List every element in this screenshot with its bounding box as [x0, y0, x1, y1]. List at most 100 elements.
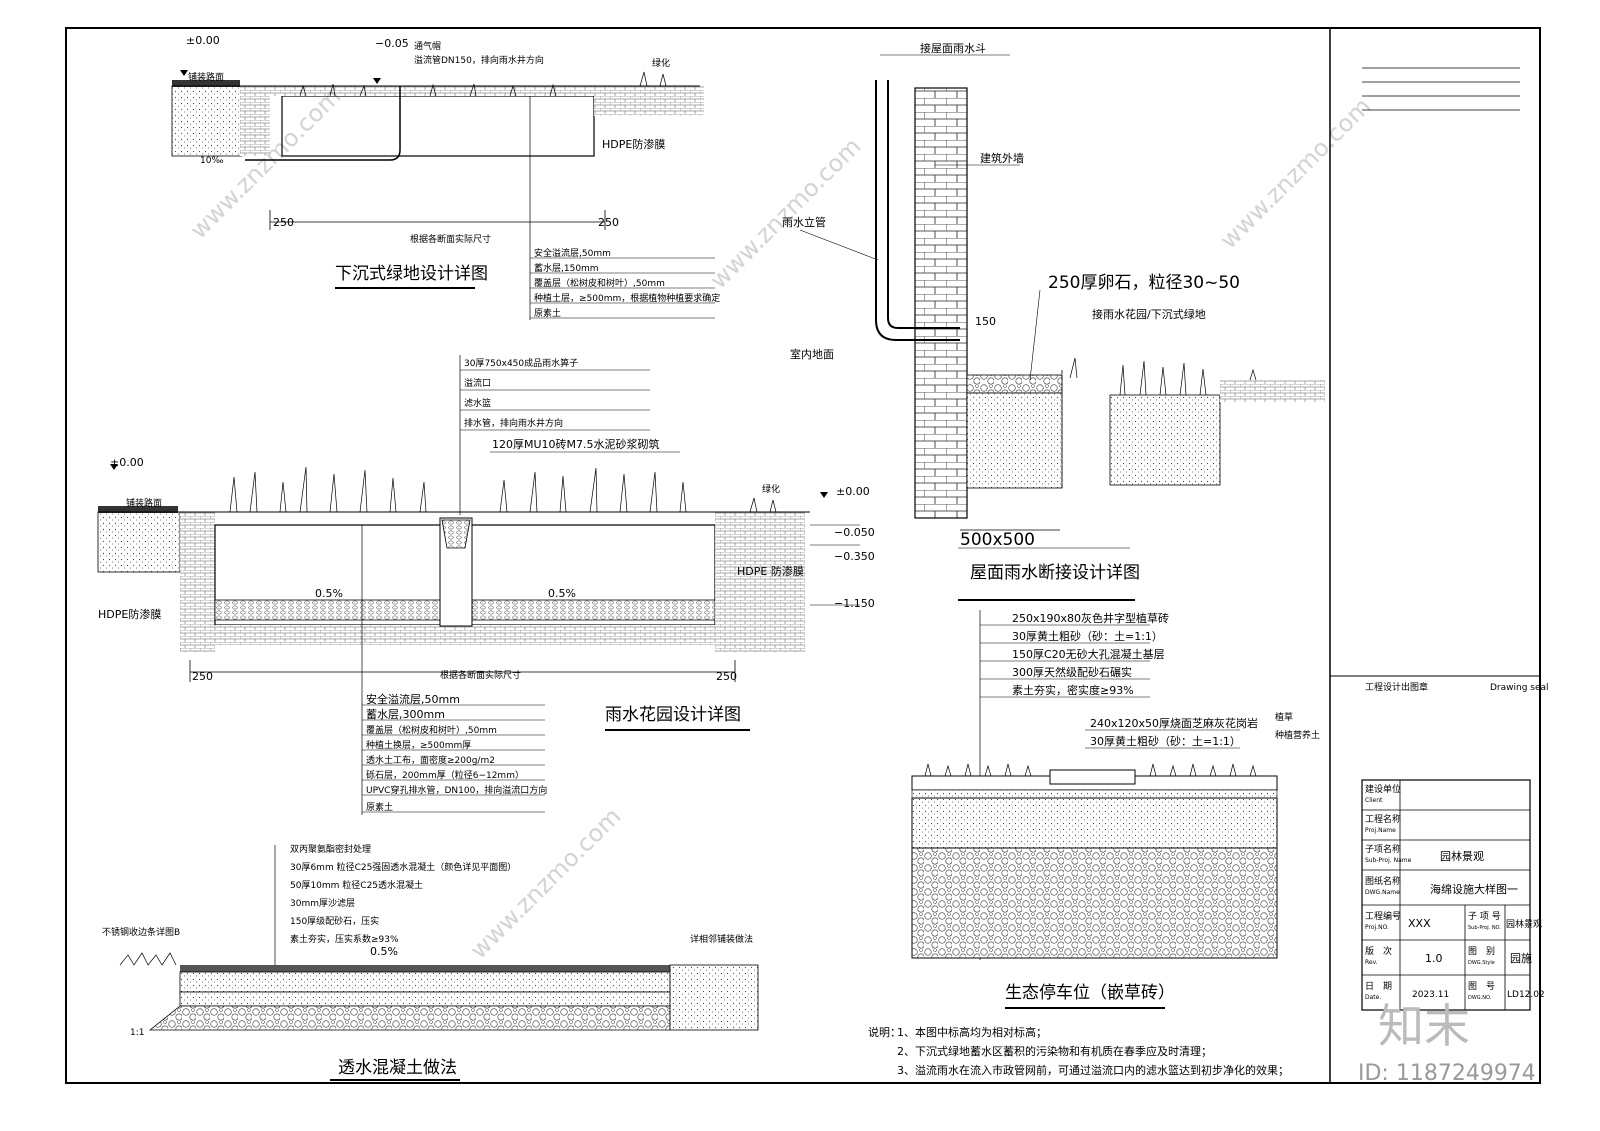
notes: 说明： 1、本图中标高均为相对标高； 2、下沉式绿地蓄水区蓄积的污染物和有机质在…: [868, 1025, 1289, 1077]
roof-gutter-label: 接屋面雨水斗: [920, 42, 986, 55]
watermark-url: www.znzmo.com: [464, 802, 626, 964]
sunken-paving-surface: [172, 80, 240, 87]
tb-dwg-val: 海绵设施大样图一: [1430, 882, 1518, 896]
parking-sand-layer: [911, 789, 1278, 799]
roof-downpipe-label: 雨水立管: [782, 215, 826, 229]
watermark-url: www.znzmo.com: [704, 132, 866, 294]
title-block: 工程设计出图章 Drawing seal 建设单位 Client 工程名称 Pr…: [1330, 67, 1549, 1011]
rg-layer-1: 安全溢流层,50mm: [366, 692, 460, 706]
rg-elev-right: ±0.00: [836, 485, 870, 498]
sunken-slope: 10‰: [200, 156, 224, 166]
roof-downpipe-inner: [887, 80, 960, 329]
roof-downpipe: [875, 80, 960, 341]
rg-grate-3: 滤水篮: [464, 397, 491, 409]
rg-elev-marker-left: [110, 464, 118, 470]
rg-paving-surface: [98, 506, 178, 513]
roof-garden-soil: [1220, 380, 1325, 402]
pervious-grass: [119, 952, 177, 966]
rg-title: 雨水花园设计详图: [605, 705, 741, 725]
tb-type-cn: 图 别: [1468, 946, 1495, 957]
tb-rev-val: 1.0: [1425, 952, 1443, 965]
parking-layer-5: 素土夯实，密实度≥93%: [1012, 683, 1134, 697]
tb-grid: [1361, 779, 1531, 1011]
tb-dno-val: LD12.02: [1507, 990, 1545, 1000]
roof-pebble-label: 250厚卵石，粒径30~50: [1048, 273, 1240, 293]
tb-sub-en: Sub-Proj. Name: [1365, 857, 1412, 864]
rg-grate-4: 排水管，排向雨水井方向: [464, 417, 563, 429]
sunken-hdpe: HDPE防渗膜: [602, 137, 665, 151]
pervious-adjacent-paving: [669, 964, 759, 1031]
tb-date-val: 2023.11: [1412, 990, 1449, 1000]
roof-pipe-leader: [799, 229, 879, 261]
pervious-layer-3: 50厚10mm 粒径C25透水混凝土: [290, 879, 423, 891]
sunken-soil-right: [594, 86, 704, 116]
rg-elev-1: −0.050: [834, 526, 875, 539]
roof-pebble-layer: [966, 374, 1063, 394]
watermark-id: ID: 1187249974: [1358, 1061, 1536, 1086]
pervious-concrete-layer: [179, 971, 671, 993]
tb-subno-en: Sub-Proj. NO.: [1468, 925, 1501, 931]
tb-type-en: DWG.Style: [1468, 960, 1495, 966]
parking-layer-4: 300厚天然级配砂石碾实: [1012, 665, 1132, 679]
rg-elev-left: ±0.00: [110, 456, 144, 469]
rg-hdpe-right: HDPE 防渗膜: [737, 564, 804, 578]
sunken-title: 下沉式绿地设计详图: [335, 264, 488, 284]
sunken-dim-left: 250: [273, 216, 294, 229]
rg-layer-2: 蓄水层,300mm: [366, 708, 445, 721]
pervious-layer-5: 150厚级配砂石，压实: [290, 915, 379, 927]
rg-grate-2: 溢流口: [464, 377, 491, 389]
sunken-vent-cap: 通气帽: [414, 40, 441, 52]
outer-frame: [65, 27, 1541, 1084]
sunken-layer-5: 原素土: [534, 307, 561, 319]
notes-head: 说明：: [868, 1025, 901, 1039]
sunken-layer-1: 安全溢流层,50mm: [534, 247, 611, 259]
tb-date-cn: 日 期: [1365, 981, 1392, 992]
sunken-layer-2: 蓄水层,150mm: [534, 262, 599, 274]
roof-building-wall: [914, 87, 968, 519]
parking-detail: 250x190x80灰色井字型植草砖 30厚黄土粗砂（砂：土=1:1） 150厚…: [911, 610, 1320, 1009]
sunken-elev-marker-2: [373, 78, 381, 84]
tb-proj-en: Proj.Name: [1365, 827, 1396, 834]
parking-curb-1: 240x120x50厚烧面芝麻灰花岗岩: [1090, 716, 1258, 730]
rg-layer-6: 砾石层，200mm厚（粒径6−12mm）: [366, 769, 524, 781]
roof-dim-box: 500x500: [960, 530, 1035, 550]
sunken-layer-3: 覆盖层（松树皮和树叶）,50mm: [534, 277, 665, 289]
sunken-elev-top: ±0.00: [186, 34, 220, 47]
pervious-layer-4: 30mm厚沙滤层: [290, 897, 355, 909]
parking-grass-label: 植草: [1275, 711, 1293, 723]
note-2: 2、下沉式绿地蓄水区蓄积的污染物和有机质在春季应及时清理；: [897, 1044, 1212, 1058]
parking-title: 生态停车位（嵌草砖）: [1005, 983, 1175, 1003]
tb-proj-cn: 工程名称: [1365, 813, 1401, 825]
tb-dwg-en: DWG.Name: [1365, 889, 1400, 896]
roof-title: 屋面雨水断接设计详图: [970, 563, 1140, 583]
parking-concrete-base: [911, 797, 1278, 849]
pervious-layer-6: 素土夯实，压实系数≥93%: [290, 933, 399, 945]
watermark-url: www.znzmo.com: [1214, 92, 1376, 254]
tb-type-val: 园施: [1510, 952, 1532, 965]
roof-wall-label: 建筑外墙: [980, 151, 1024, 165]
tb-dwg-cn: 图纸名称: [1365, 875, 1401, 887]
sunken-soil-left: [240, 86, 270, 156]
rg-dim-left: 250: [192, 670, 213, 683]
parking-soil-label: 种植营养土: [1275, 729, 1320, 741]
pervious-layer-2: 30厚6mm 粒径C25强固透水混凝土（颜色详见平面图）: [290, 861, 516, 873]
rg-paving-label: 铺装路面: [126, 497, 162, 509]
sunken-green-detail: ±0.00 −0.05 通气帽 溢流管DN150，排向雨水井方向 铺装路面 绿化…: [171, 34, 720, 320]
sunken-plants: [299, 71, 667, 97]
rg-layer-7: UPVC穿孔排水管，DN100，排向溢流口方向: [366, 784, 547, 796]
tb-sub-val: 园林景观: [1440, 849, 1484, 863]
parking-gravel-base: [911, 847, 1278, 959]
roof-plants: [1069, 357, 1257, 396]
sunken-paving-label: 铺装路面: [188, 71, 224, 83]
rg-plants: [229, 466, 777, 513]
tb-seal-label: 工程设计出图章: [1365, 681, 1428, 693]
rg-slope-left: 0.5%: [315, 587, 343, 600]
tb-dno-cn: 图 号: [1468, 981, 1495, 992]
roof-fill-box: [966, 392, 1063, 489]
tb-dno-en: DWG.NO.: [1468, 995, 1492, 1001]
rg-grate-1: 30厚750x450成品雨水箅子: [464, 357, 578, 369]
note-1: 1、本图中标高均为相对标高；: [897, 1025, 1047, 1039]
note-3: 3、溢流雨水在流入市政管网前，可通过溢流口内的滤水篮达到初步净化的效果；: [897, 1063, 1289, 1077]
pervious-sand-layer: [179, 991, 671, 1007]
